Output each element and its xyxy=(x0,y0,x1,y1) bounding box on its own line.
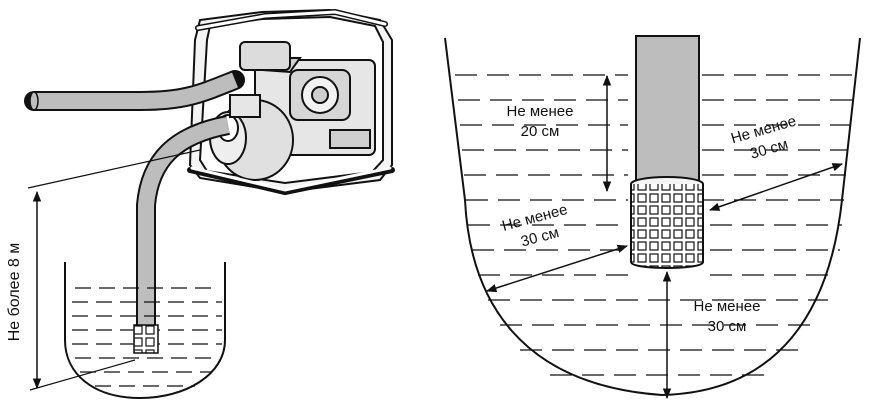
side-gap-lower-arrow xyxy=(486,244,628,293)
svg-text:20 см: 20 см xyxy=(521,123,560,140)
suction-strainer-right xyxy=(630,184,704,269)
svg-text:Не менее: Не менее xyxy=(694,298,761,315)
side-gap-upper-arrow xyxy=(709,163,843,211)
svg-text:30 см: 30 см xyxy=(708,318,747,335)
bottom-gap-label: Не менее 30 см xyxy=(694,298,761,335)
max-suction-height-label: Не более 8 м xyxy=(6,243,23,342)
suction-hose-right xyxy=(635,35,700,185)
svg-text:Не менее: Не менее xyxy=(507,103,574,120)
water-tank-right xyxy=(444,37,861,397)
motor-pump-illustration xyxy=(187,8,395,196)
side-gap-lower-label: Не менее 30 см xyxy=(500,201,569,250)
dimension-arrows-right xyxy=(486,74,843,400)
discharge-hose xyxy=(24,70,245,111)
side-gap-upper-label: Не менее 30 см xyxy=(729,113,798,163)
top-gap-label: Не менее 20 см xyxy=(507,103,574,140)
suction-height-dimension xyxy=(27,149,201,391)
left-panel: Не более 8 м xyxy=(6,8,395,400)
right-panel: Не менее 20 см Не менее 30 см Не менее 3… xyxy=(444,35,861,400)
suction-hose xyxy=(136,115,231,325)
suction-strainer-left xyxy=(133,324,159,354)
